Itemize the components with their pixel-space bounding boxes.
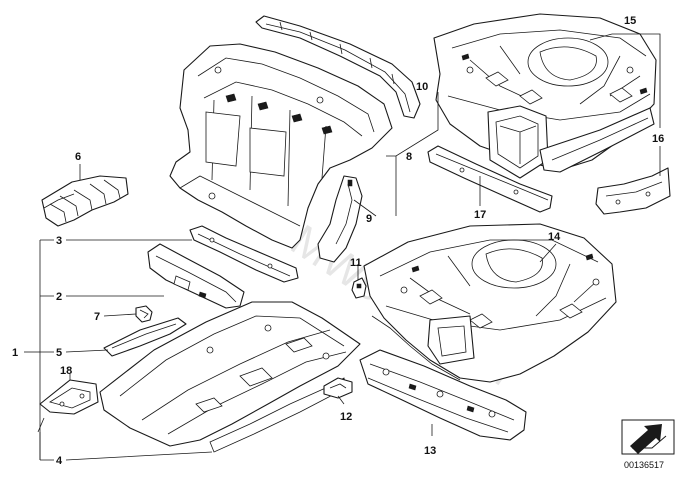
part-5-sill-reinforcement[interactable] [103,317,187,357]
part-3-cross-member[interactable] [189,225,299,283]
direction-arrow-icon [630,424,662,454]
callout-4: 4 [56,455,63,467]
callout-9: 9 [366,213,372,225]
callout-11: 11 [350,257,362,269]
leader-lines [24,33,661,461]
diagram-reference-number: 00136517 [624,460,664,470]
part-17-reinforcement-strip[interactable] [427,145,553,213]
part-14-trunk-floor-lower[interactable] [363,223,617,383]
part-13-rear-end-panel[interactable] [359,349,527,441]
callout-13: 13 [424,445,436,457]
callout-14: 14 [548,231,561,243]
callout-5: 5 [56,347,62,359]
callout-6: 6 [75,151,81,163]
part-4-floor-panel[interactable] [99,301,361,453]
callout-7: 7 [94,311,100,323]
part-7-bracket[interactable] [135,305,153,323]
callout-10: 10 [416,81,428,93]
callout-16: 16 [652,133,664,145]
callout-15: 15 [624,15,636,27]
part-10-rear-panel-upper[interactable] [255,15,421,119]
part-2-seat-cross-member[interactable] [147,243,245,309]
part-6-heat-shield[interactable] [41,175,129,227]
part-8-rear-shelf-frame[interactable] [169,43,393,249]
callout-12: 12 [340,411,352,423]
part-18-floor-patch[interactable] [39,379,99,415]
callout-3: 3 [56,235,62,247]
part-9-side-bracket[interactable] [317,175,363,263]
callout-1: 1 [12,347,18,359]
reference-box: 00136517 [621,419,675,470]
part-12-clip[interactable] [323,377,353,399]
part-15-trunk-floor-upper[interactable] [433,13,657,179]
part-11-bracket[interactable] [351,277,367,299]
callout-labels: 1 2 3 4 5 6 7 8 9 10 11 12 13 14 15 16 1… [12,15,664,467]
part-16-rear-bracket[interactable] [595,167,671,215]
callout-17: 17 [474,209,486,221]
callout-2: 2 [56,291,62,303]
callout-8: 8 [406,151,412,163]
callout-18: 18 [60,365,72,377]
